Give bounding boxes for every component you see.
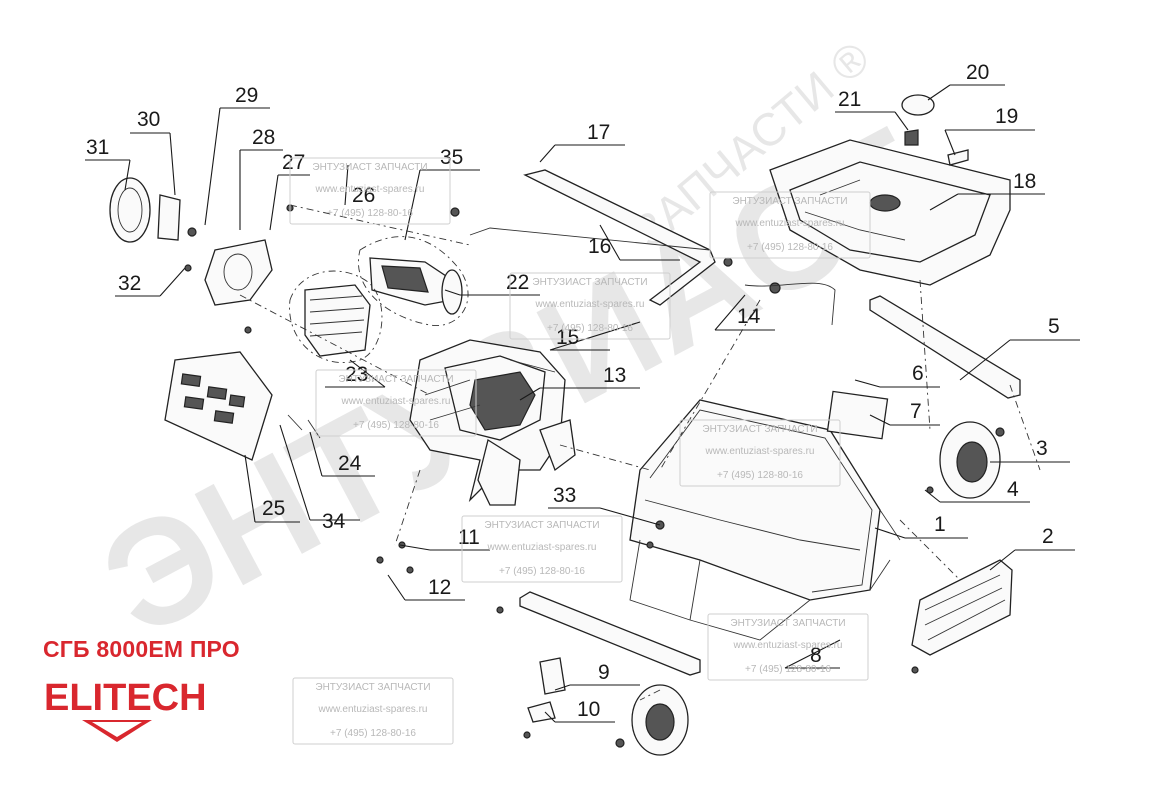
part-number-24: 24 <box>338 452 362 475</box>
watermark-title: ЭНТУЗИАСТ ЗАПЧАСТИ <box>312 162 427 173</box>
wheels-drawing <box>631 421 1001 756</box>
watermark-site: www.entuziast-spares.ru <box>735 218 845 229</box>
part-number-11: 11 <box>458 526 480 549</box>
brand-name: ELITECH <box>44 677 207 719</box>
part-number-26: 26 <box>352 184 375 207</box>
part-number-18: 18 <box>1013 170 1036 193</box>
watermark-title: ЭНТУЗИАСТ ЗАПЧАСТИ <box>532 277 647 288</box>
part-number-28: 28 <box>252 126 275 149</box>
engine-drawing <box>409 339 576 506</box>
handle-drawing <box>469 169 716 306</box>
part-number-15: 15 <box>556 326 579 349</box>
watermark-stamp-3: ЭНТУЗИАСТ ЗАПЧАСТИ www.entuziast-spares.… <box>509 272 671 340</box>
watermark-title: ЭНТУЗИАСТ ЗАПЧАСТИ <box>484 520 599 531</box>
watermark-stamp-4: ЭНТУЗИАСТ ЗАПЧАСТИ www.entuziast-spares.… <box>315 369 477 437</box>
watermark-phone: +7 (495) 128-80-16 <box>745 664 831 675</box>
part-number-29: 29 <box>235 84 258 107</box>
fan-cover-drawing <box>109 177 273 334</box>
part-number-14: 14 <box>737 305 761 328</box>
part-number-17: 17 <box>587 121 610 144</box>
part-number-35: 35 <box>440 146 463 169</box>
watermark-phone: +7 (495) 128-80-16 <box>547 323 633 334</box>
watermark-phone: +7 (495) 128-80-16 <box>327 208 413 219</box>
watermark-site: www.entuziast-spares.ru <box>315 184 425 195</box>
part-number-3: 3 <box>1036 437 1048 460</box>
watermark-stamp-8: ЭНТУЗИАСТ ЗАПЧАСТИ www.entuziast-spares.… <box>292 677 454 745</box>
watermark-stamp-6: ЭНТУЗИАСТ ЗАПЧАСТИ www.entuziast-spares.… <box>461 515 623 583</box>
part-number-32: 32 <box>118 272 141 295</box>
watermark-stamp-5: ЭНТУЗИАСТ ЗАПЧАСТИ www.entuziast-spares.… <box>679 419 841 487</box>
watermark-title: ЭНТУЗИАСТ ЗАПЧАСТИ <box>732 196 847 207</box>
control-panel-drawing <box>164 351 273 461</box>
part-number-8: 8 <box>810 644 822 667</box>
fasteners-drawing <box>286 204 1005 748</box>
assembly-lines <box>239 204 1041 701</box>
watermark-phone: +7 (495) 128-80-16 <box>717 470 803 481</box>
muffler-drawing <box>911 559 1013 656</box>
part-number-2: 2 <box>1042 525 1054 548</box>
part-number-31: 31 <box>86 136 109 159</box>
watermark-title: ЭНТУЗИАСТ ЗАПЧАСТИ <box>702 424 817 435</box>
part-number-16: 16 <box>588 235 611 258</box>
part-number-21: 21 <box>838 88 861 111</box>
watermark-phone: +7 (495) 128-80-16 <box>330 728 416 739</box>
rails-drawing <box>519 295 1021 676</box>
watermark-stamp-2: ЭНТУЗИАСТ ЗАПЧАСТИ www.entuziast-spares.… <box>709 191 871 259</box>
part-number-7: 7 <box>910 400 922 423</box>
part-number-19: 19 <box>995 105 1018 128</box>
watermark-title: ЭНТУЗИАСТ ЗАПЧАСТИ <box>338 374 453 385</box>
watermark-site: www.entuziast-spares.ru <box>318 704 428 715</box>
watermark-stamp-7: ЭНТУЗИАСТ ЗАПЧАСТИ www.entuziast-spares.… <box>707 613 869 681</box>
watermark-title: ЭНТУЗИАСТ ЗАПЧАСТИ <box>730 618 845 629</box>
frame-drawing <box>629 390 901 641</box>
part-number-1: 1 <box>934 513 946 536</box>
part-number-20: 20 <box>966 61 989 84</box>
part-number-9: 9 <box>598 661 610 684</box>
watermark-phone: +7 (495) 128-80-16 <box>499 566 585 577</box>
watermark-site: www.entuziast-spares.ru <box>341 396 451 407</box>
watermark-stamp-1: ЭНТУЗИАСТ ЗАПЧАСТИ www.entuziast-spares.… <box>289 157 451 225</box>
elitech-logo: ELITECH <box>44 677 207 742</box>
part-number-12: 12 <box>428 576 451 599</box>
model-title: СГБ 8000ЕМ ПРО <box>43 636 240 662</box>
part-number-33: 33 <box>553 484 576 507</box>
part-number-labels: 1 2 3 4 5 6 7 8 9 10 11 12 13 14 15 16 1… <box>86 61 1060 721</box>
watermark-site: www.entuziast-spares.ru <box>535 299 645 310</box>
part-number-22: 22 <box>506 271 529 294</box>
part-number-10: 10 <box>577 698 600 721</box>
part-number-5: 5 <box>1048 315 1060 338</box>
part-number-4: 4 <box>1007 478 1019 501</box>
logo-chevron-icon <box>82 720 152 742</box>
watermark-phone: +7 (495) 128-80-16 <box>747 242 833 253</box>
part-number-34: 34 <box>322 510 346 533</box>
watermark-site: www.entuziast-spares.ru <box>487 542 597 553</box>
part-number-25: 25 <box>262 497 285 520</box>
watermark-phone: +7 (495) 128-80-16 <box>353 420 439 431</box>
fuel-tank-drawing <box>769 94 1011 286</box>
part-number-6: 6 <box>912 362 924 385</box>
part-number-30: 30 <box>137 108 160 131</box>
alternator-drawing <box>358 236 469 326</box>
part-number-13: 13 <box>603 364 626 387</box>
part-number-27: 27 <box>282 151 305 174</box>
stator-drawing <box>289 270 383 363</box>
watermark-site: www.entuziast-spares.ru <box>733 640 843 651</box>
watermark-title: ЭНТУЗИАСТ ЗАПЧАСТИ <box>315 682 430 693</box>
part-number-23: 23 <box>345 363 368 386</box>
watermark-site: www.entuziast-spares.ru <box>705 446 815 457</box>
